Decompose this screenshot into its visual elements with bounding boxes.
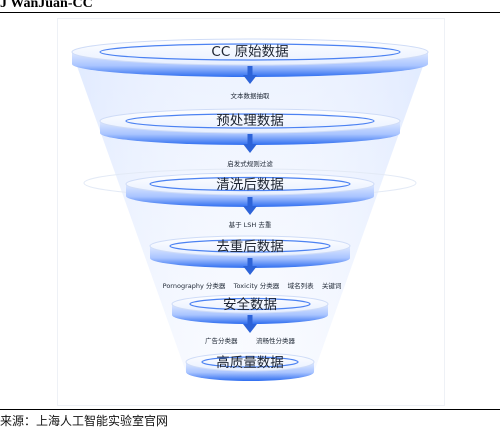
step-label-3: 基于 LSH 去重 (229, 220, 272, 229)
source-note: 来源：上海人工智能实验室官网 (0, 414, 169, 428)
stage-5-band (171, 294, 329, 324)
stage-6-band (185, 352, 315, 381)
arrow-4 (243, 258, 257, 275)
header-title: J WanJuan-CC (0, 0, 93, 11)
stage-label-5: 安全数据 (223, 296, 277, 313)
arrow-1 (243, 66, 257, 84)
arrow-2 (243, 134, 257, 153)
stage-label-4: 去重后数据 (216, 239, 284, 255)
stage-label-3: 清洗后数据 (216, 177, 284, 193)
top-rule (0, 12, 500, 13)
step-label-2: 启发式规则过滤 (227, 159, 273, 168)
stage-label-1: CC 原始数据 (211, 44, 288, 60)
stage-2-band (99, 108, 401, 145)
arrow-3 (243, 197, 257, 215)
arrow-5 (243, 315, 257, 333)
stage-label-6: 高质量数据 (216, 354, 284, 371)
stage-4-band (149, 235, 351, 268)
stage-1-band (71, 38, 429, 77)
step-label-5: 广告分类器 流畅性分类器 (205, 336, 296, 345)
step-label-4: Pornography 分类器 Toxicity 分类器 域名列表 关键词 (163, 281, 342, 290)
bottom-rule (0, 409, 500, 410)
stage-3-band (125, 172, 375, 207)
step-label-1: 文本数据抽取 (231, 91, 271, 100)
stage-label-2: 预处理数据 (216, 113, 284, 129)
